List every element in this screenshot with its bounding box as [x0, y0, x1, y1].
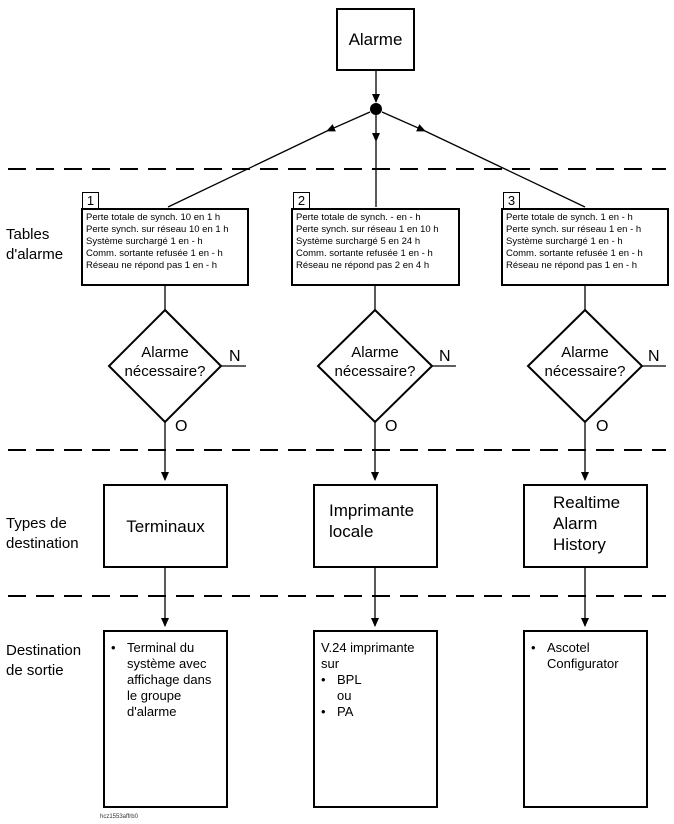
output-item: PA [315, 704, 437, 720]
table-row: Système surchargé 5 en 24 h [296, 236, 421, 247]
figure-reference: hcz1553affrb0 [100, 814, 138, 820]
output-content-1: Terminal du système avec affichage dans … [105, 640, 225, 720]
alarm-table-2: Perte totale de synch. - en - h Perte sy… [291, 208, 460, 286]
table-row: Comm. sortante refusée 1 en - h [86, 248, 223, 259]
junction-dot [370, 103, 382, 115]
output-content-2: V.24 imprimante sur BPL ou PA [321, 640, 437, 720]
no-label-2: N [439, 348, 451, 365]
no-label-3: N [648, 348, 660, 365]
alarm-table-3: Perte totale de synch. 1 en - h Perte sy… [501, 208, 669, 286]
output-item: Terminal du système avec affichage dans … [105, 640, 225, 720]
table-number-3: 3 [503, 192, 520, 209]
output-content-3: Ascotel Configurator [525, 640, 645, 672]
table-row: Perte synch. sur réseau 10 en 1 h [86, 224, 229, 235]
table-row: Système surchargé 1 en - h [86, 236, 203, 247]
connectors [161, 71, 666, 627]
table-row: Système surchargé 1 en - h [506, 236, 623, 247]
output-intro: V.24 imprimante sur [321, 640, 415, 671]
alarm-table-1: Perte totale de synch. 10 en 1 h Perte s… [81, 208, 249, 286]
table-row: Comm. sortante refusée 1 en - h [296, 248, 433, 259]
decision-label-1: Alarme nécessaire? [124, 344, 206, 380]
destination-type-box-3: Realtime Alarm History [523, 484, 648, 568]
table-row: Perte synch. sur réseau 1 en 10 h [296, 224, 439, 235]
row-label-destination: Destination de sortie [6, 642, 82, 679]
branch-arrow-3 [381, 111, 426, 132]
table-row: Perte totale de synch. - en - h [296, 212, 421, 223]
output-item: BPL [315, 672, 437, 688]
output-box-2: V.24 imprimante sur BPL ou PA [313, 630, 438, 808]
row-label-types: Types de destination [6, 515, 79, 552]
table-number-1: 1 [82, 192, 99, 209]
alarm-start-box: Alarme [336, 8, 415, 71]
destination-type-label-1: Terminaux [126, 516, 205, 536]
output-or: ou [337, 688, 352, 703]
decision-diamond-3 [526, 308, 644, 424]
decision-diamond-1 [107, 308, 223, 424]
table-row: Réseau ne répond pas 1 en - h [506, 260, 637, 271]
output-item: Ascotel Configurator [525, 640, 645, 672]
table-row: Comm. sortante refusée 1 en - h [506, 248, 643, 259]
table-row: Perte synch. sur réseau 1 en - h [506, 224, 642, 235]
output-box-1: Terminal du système avec affichage dans … [103, 630, 228, 808]
dashed-separators [8, 168, 666, 597]
branch-arrow-1 [326, 111, 371, 132]
decision-diamond-2 [316, 308, 434, 424]
destination-type-label-3: Realtime Alarm History [553, 493, 621, 554]
destination-type-label-2: Imprimante locale [329, 501, 415, 541]
yes-label-1: O [175, 418, 188, 435]
table-number-2: 2 [293, 192, 310, 209]
table-row: Perte totale de synch. 1 en - h [506, 212, 633, 223]
alarm-start-label: Alarme [348, 29, 403, 49]
decision-label-2: Alarme nécessaire? [334, 344, 416, 380]
destination-type-box-1: Terminaux [103, 484, 228, 568]
row-label-tables: Tables d'alarme [6, 226, 64, 263]
decision-label-3: Alarme nécessaire? [544, 344, 626, 380]
table-row: Réseau ne répond pas 1 en - h [86, 260, 217, 271]
table-row: Perte totale de synch. 10 en 1 h [86, 212, 221, 223]
no-label-1: N [229, 348, 241, 365]
yes-label-3: O [596, 418, 609, 435]
destination-type-box-2: Imprimante locale [313, 484, 438, 568]
output-box-3: Ascotel Configurator [523, 630, 648, 808]
yes-label-2: O [385, 418, 398, 435]
table-row: Réseau ne répond pas 2 en 4 h [296, 260, 430, 271]
